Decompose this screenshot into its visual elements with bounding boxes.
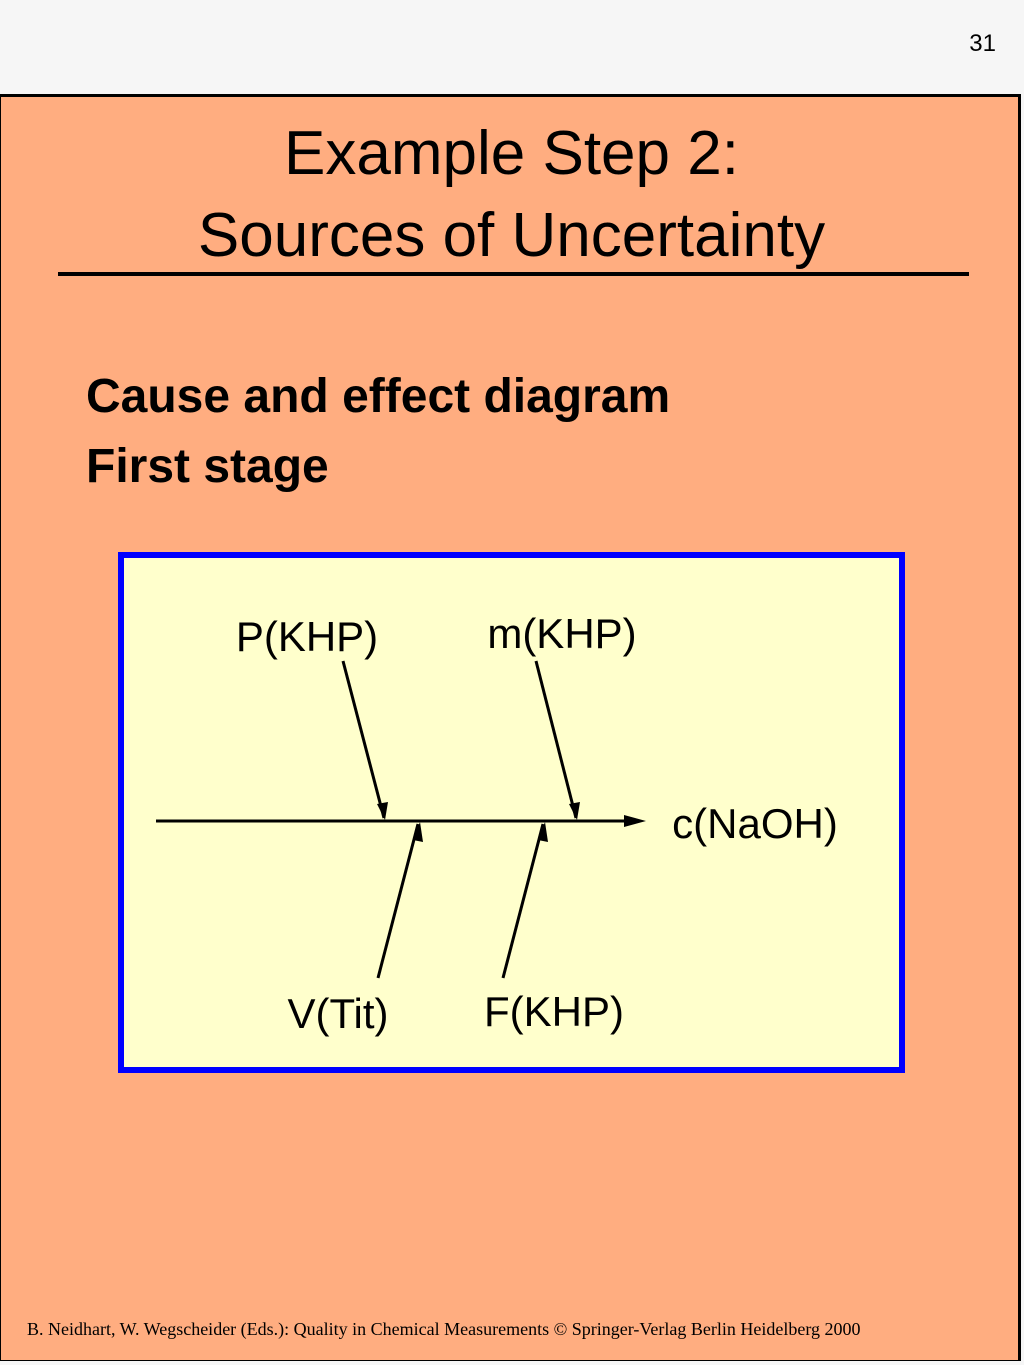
branch-f-khp xyxy=(501,823,545,979)
branch-p-khp-arrowhead xyxy=(377,802,388,820)
fishbone-svg: P(KHP) m(KHP) V(Tit) F(KHP) c(NaOH) xyxy=(156,610,838,1037)
label-p-khp: P(KHP) xyxy=(236,613,378,660)
label-v-tit: V(Tit) xyxy=(287,990,388,1037)
branch-v-tit-arrowhead xyxy=(413,822,423,842)
page-number: 31 xyxy=(969,30,996,57)
spine-arrowhead xyxy=(624,815,646,827)
branch-m-khp xyxy=(534,660,578,819)
subtitle-line-1: Cause and effect diagram xyxy=(86,370,671,423)
label-f-khp: F(KHP) xyxy=(484,988,624,1035)
title-line-1: Example Step 2: xyxy=(284,119,739,188)
subtitle-line-2: First stage xyxy=(86,440,329,493)
branch-f-khp-arrowhead xyxy=(538,822,548,842)
branch-v-tit xyxy=(376,823,420,979)
title-divider xyxy=(58,272,969,276)
slide-title: Example Step 2: Sources of Uncertainty xyxy=(1,113,1022,277)
label-m-khp: m(KHP) xyxy=(487,610,636,657)
title-line-2: Sources of Uncertainty xyxy=(197,201,826,270)
label-effect-c-naoh: c(NaOH) xyxy=(672,800,838,847)
slide: Example Step 2: Sources of Uncertainty C… xyxy=(0,94,1021,1361)
cause-effect-diagram: P(KHP) m(KHP) V(Tit) F(KHP) c(NaOH) xyxy=(118,552,905,1073)
footer-citation: B. Neidhart, W. Wegscheider (Eds.): Qual… xyxy=(27,1319,861,1339)
branch-m-khp-arrowhead xyxy=(569,802,580,820)
branch-p-khp xyxy=(341,660,386,819)
